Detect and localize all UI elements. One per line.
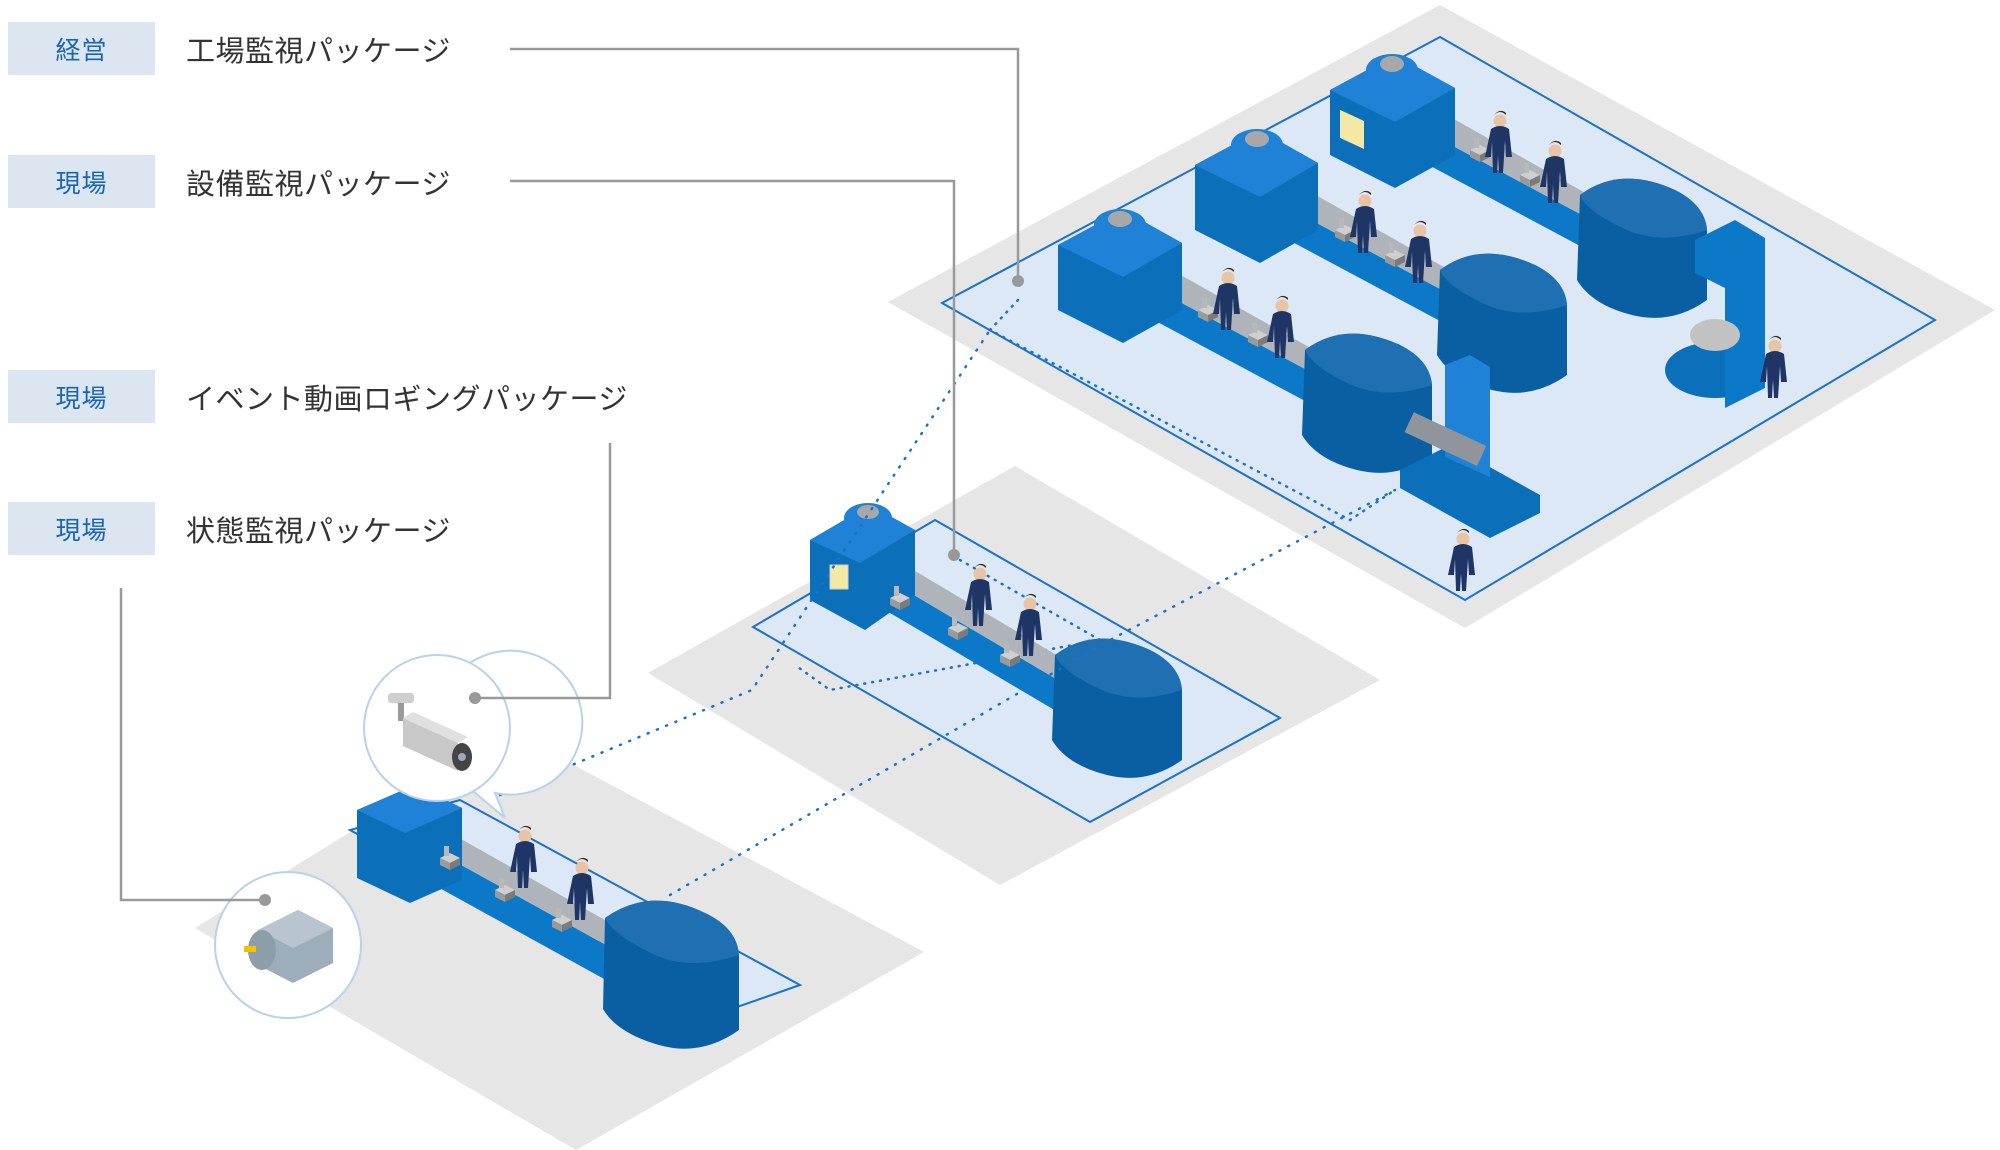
connector-dot-camera <box>469 692 481 704</box>
connector-motor <box>119 588 265 902</box>
connector-line <box>510 179 956 555</box>
motor-callout <box>214 871 362 1019</box>
connector-dot-line <box>948 549 960 561</box>
connector-camera <box>475 443 612 700</box>
connector-factory <box>510 47 1020 281</box>
production-line-front <box>1058 209 1432 473</box>
motor-icon <box>244 910 333 983</box>
network-link-upper <box>498 328 992 797</box>
package-label-condition-monitoring[interactable]: 状態監視パッケージ <box>186 513 451 548</box>
production-line-middle <box>1195 129 1567 393</box>
connector-dot-motor <box>259 894 271 906</box>
package-label-event-video-logging[interactable]: イベント動画ロギングパッケージ <box>186 381 628 416</box>
network-link-lower <box>668 488 1397 897</box>
factory-floor <box>888 5 1995 628</box>
level-tag-site: 現場 <box>8 370 155 423</box>
connectors <box>119 47 1020 902</box>
drill-press <box>1665 220 1787 408</box>
level-tag-site: 現場 <box>8 502 155 555</box>
package-label-factory-monitoring[interactable]: 工場監視パッケージ <box>186 33 451 68</box>
connector-dot-factory <box>1012 275 1024 287</box>
level-tag-management: 経営 <box>8 22 155 75</box>
camera-icon <box>388 693 472 771</box>
production-line-back <box>1330 54 1707 318</box>
production-line <box>648 466 1380 885</box>
monitored-line <box>195 732 924 1150</box>
control-panel <box>829 564 849 590</box>
milling-machine <box>1400 355 1540 591</box>
package-label-equipment-monitoring[interactable]: 設備監視パッケージ <box>186 166 451 201</box>
level-tag-site: 現場 <box>8 155 155 208</box>
